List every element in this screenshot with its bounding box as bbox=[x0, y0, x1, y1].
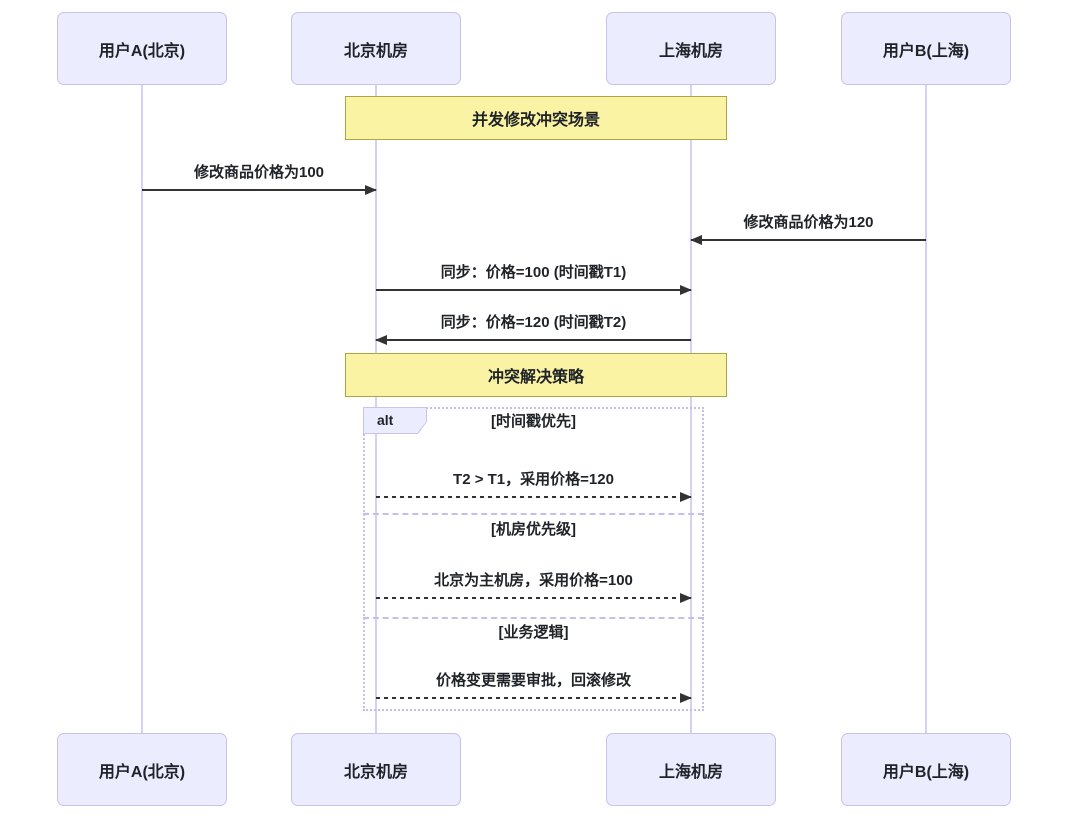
message-adopt-100: 北京为主机房，采用价格=100 bbox=[376, 567, 692, 603]
message-sync-t1: 同步：价格=100 (时间戳T1) bbox=[376, 259, 692, 295]
message-line bbox=[690, 235, 926, 245]
arrowhead-right-icon bbox=[680, 593, 692, 603]
message-adopt-120: T2 > T1，采用价格=120 bbox=[376, 466, 692, 502]
actor-bottom-user-b: 用户B(上海) bbox=[841, 733, 1011, 806]
arrowhead-left-icon bbox=[690, 235, 702, 245]
alt-label: alt bbox=[364, 408, 426, 433]
actor-bottom-beijing-dc: 北京机房 bbox=[291, 733, 461, 806]
message-text: 修改商品价格为120 bbox=[743, 214, 874, 231]
message-line bbox=[376, 285, 692, 295]
actor-top-user-b: 用户B(上海) bbox=[841, 12, 1011, 85]
note-conflict-scenario: 并发修改冲突场景 bbox=[345, 96, 727, 140]
note-text: 并发修改冲突场景 bbox=[471, 112, 600, 129]
message-line-dashed bbox=[376, 693, 692, 703]
message-text: 价格变更需要审批，回滚修改 bbox=[435, 672, 631, 689]
alt-condition-dc-priority: [机房优先级] bbox=[491, 521, 576, 538]
arrowhead-left-icon bbox=[375, 335, 387, 345]
actor-label: 北京机房 bbox=[343, 763, 408, 781]
message-line bbox=[375, 335, 691, 345]
actor-top-user-a: 用户A(北京) bbox=[57, 12, 227, 85]
alt-condition-business-logic: [业务逻辑] bbox=[498, 624, 569, 641]
actor-bottom-user-a: 用户A(北京) bbox=[57, 733, 227, 806]
message-set-price-120: 修改商品价格为120 bbox=[690, 209, 926, 245]
message-text: T2 > T1，采用价格=120 bbox=[453, 471, 614, 488]
message-text: 同步：价格=120 (时间戳T2) bbox=[440, 314, 627, 331]
message-text: 同步：价格=100 (时间戳T1) bbox=[440, 264, 627, 281]
actor-label: 用户B(上海) bbox=[882, 763, 970, 781]
alt-label-tab: alt bbox=[363, 407, 427, 434]
message-text: 修改商品价格为100 bbox=[193, 164, 325, 181]
message-line-dashed bbox=[376, 492, 692, 502]
arrowhead-right-icon bbox=[365, 185, 377, 195]
arrowhead-right-icon bbox=[680, 693, 692, 703]
message-sync-t2: 同步：价格=120 (时间戳T2) bbox=[375, 309, 691, 345]
actor-label: 用户A(北京) bbox=[98, 763, 186, 781]
actor-top-shanghai-dc: 上海机房 bbox=[606, 12, 776, 85]
actor-label: 用户B(上海) bbox=[882, 42, 970, 60]
lifeline-user-a bbox=[141, 85, 143, 733]
message-set-price-100: 修改商品价格为100 bbox=[142, 159, 377, 195]
arrowhead-right-icon bbox=[680, 492, 692, 502]
message-line-dashed bbox=[376, 593, 692, 603]
alt-divider bbox=[363, 617, 704, 619]
note-text: 冲突解决策略 bbox=[487, 369, 584, 386]
lifeline-user-b bbox=[925, 85, 927, 733]
note-resolution-strategy: 冲突解决策略 bbox=[345, 353, 727, 397]
actor-bottom-shanghai-dc: 上海机房 bbox=[606, 733, 776, 806]
lifeline-shanghai-dc bbox=[690, 85, 692, 733]
actor-top-beijing-dc: 北京机房 bbox=[291, 12, 461, 85]
message-rollback: 价格变更需要审批，回滚修改 bbox=[376, 667, 692, 703]
message-line bbox=[142, 185, 377, 195]
actor-label: 用户A(北京) bbox=[98, 42, 186, 60]
alt-fragment-frame: alt bbox=[363, 407, 704, 711]
actor-label: 北京机房 bbox=[343, 42, 408, 60]
actor-label: 上海机房 bbox=[658, 763, 723, 781]
message-text: 北京为主机房，采用价格=100 bbox=[434, 572, 633, 589]
alt-condition-timestamp: [时间戳优先] bbox=[491, 413, 576, 430]
actor-label: 上海机房 bbox=[658, 42, 723, 60]
arrowhead-right-icon bbox=[680, 285, 692, 295]
alt-divider bbox=[363, 513, 704, 515]
